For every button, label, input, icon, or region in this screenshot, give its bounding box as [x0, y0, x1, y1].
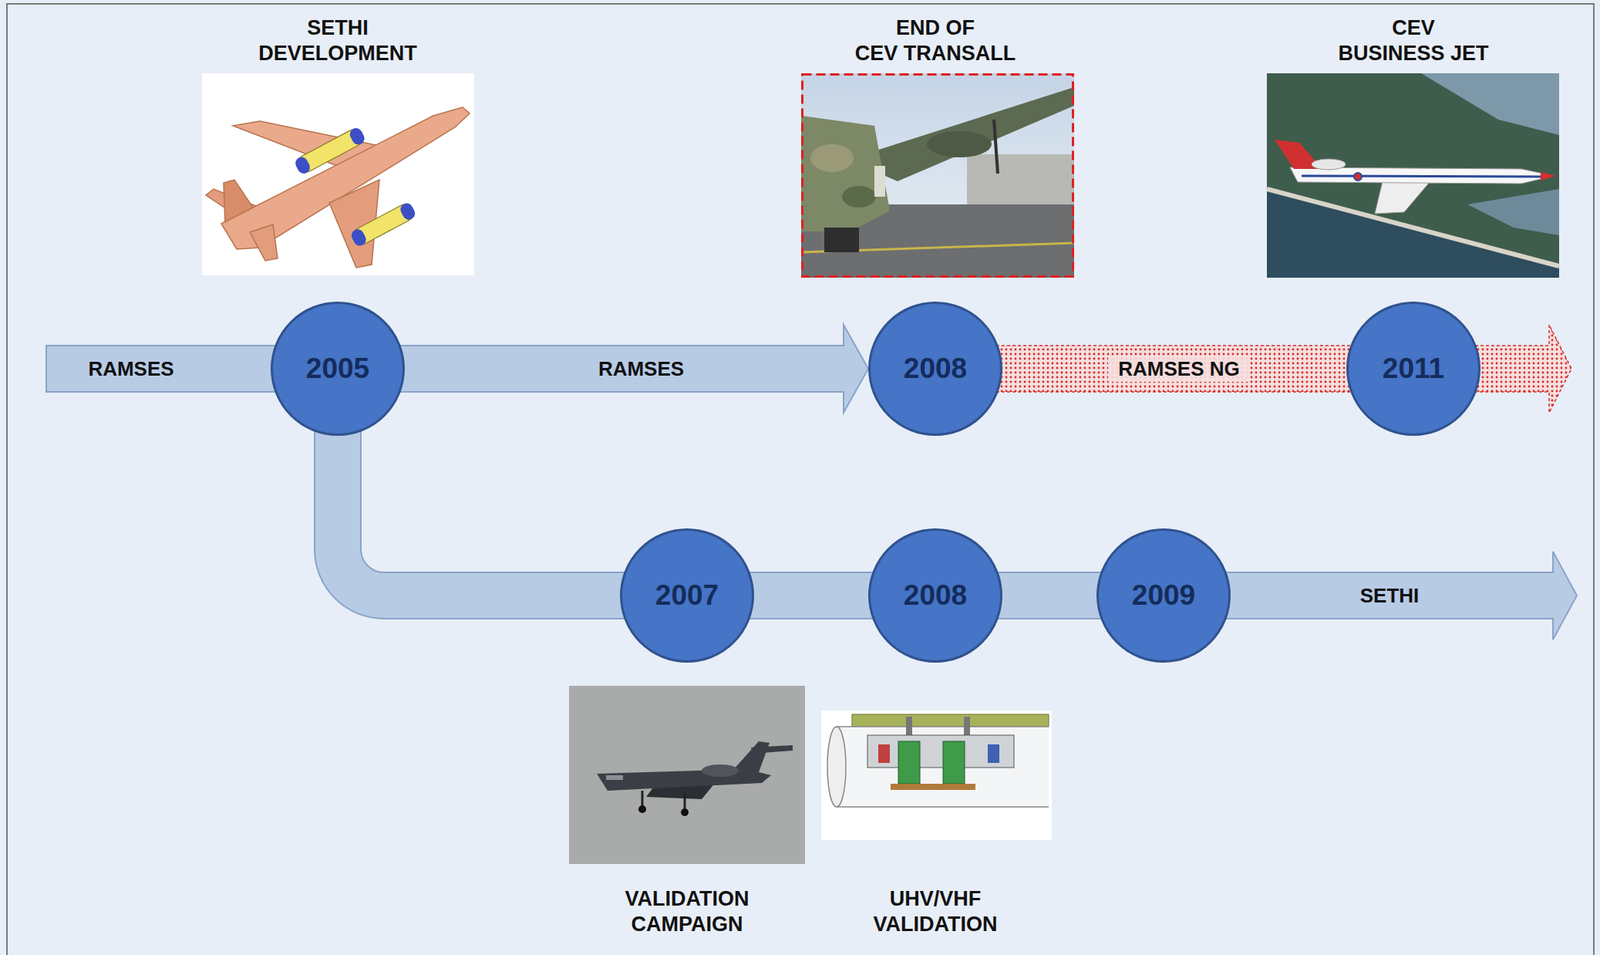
jet-engine	[1311, 158, 1346, 170]
pod-outline	[836, 805, 1049, 808]
jet-stabiliser	[751, 744, 793, 754]
pod-cap	[293, 154, 312, 176]
band-shape	[985, 345, 1364, 392]
cad-jet-render	[202, 73, 475, 276]
pod-mount	[963, 716, 971, 737]
band-label: RAMSES	[588, 356, 695, 382]
validation-photo	[569, 685, 806, 864]
year-circle: 2007	[619, 528, 755, 663]
pod-antenna	[943, 741, 965, 784]
pod-plate	[890, 783, 976, 790]
year-circle: 2008	[868, 301, 1003, 436]
pod-unit	[878, 744, 890, 763]
year-circle: 2005	[270, 301, 405, 436]
jet-gear	[641, 790, 644, 808]
jet-stripe	[1301, 175, 1545, 177]
pod-antenna	[898, 741, 920, 784]
timeline-band	[737, 572, 886, 619]
jet-gear	[683, 793, 687, 811]
year-circle: 2011	[1346, 301, 1481, 436]
timeline-band	[985, 345, 1364, 392]
milestone-heading: END OF CEV TRANSALL	[850, 15, 1021, 67]
band-shape	[387, 324, 869, 413]
band-label: RAMSES	[53, 356, 209, 382]
plane-fuselage	[801, 115, 890, 232]
hangar	[966, 154, 1075, 209]
pod-end	[827, 726, 846, 807]
jet-nose	[1540, 171, 1557, 181]
timeline-band	[985, 572, 1114, 619]
year-text: 2008	[903, 352, 967, 385]
photo-ground	[569, 685, 806, 864]
band-shape	[737, 572, 886, 619]
sensor-pod	[293, 125, 367, 176]
year-circle: 2008	[868, 528, 1003, 663]
pod-cap	[349, 226, 368, 248]
jet-fuselage	[596, 768, 772, 791]
photo-ground	[821, 710, 1052, 840]
photo-caption: UHV/VHF VALIDATION	[842, 885, 1028, 937]
plane-engine	[926, 131, 992, 158]
jet-wheel	[680, 808, 689, 816]
timeline-band	[337, 418, 637, 596]
pod-unit	[987, 744, 1000, 763]
camo-patch	[810, 144, 854, 172]
jet-window	[606, 774, 624, 780]
band-shape	[985, 572, 1114, 619]
year-circle: 2009	[1096, 528, 1231, 663]
sea	[1266, 188, 1560, 278]
pod-drawing	[821, 710, 1052, 840]
timeline-band	[387, 324, 869, 413]
transall-photo	[801, 73, 1075, 278]
pod-housing	[867, 734, 1014, 768]
page-frame	[6, 3, 1594, 955]
band-fill	[337, 418, 637, 596]
jet-stabiliser	[249, 224, 278, 261]
milestone-heading: CEV BUSINESS JET	[1330, 15, 1497, 67]
year-text: 2008	[903, 579, 967, 612]
plane-door	[874, 165, 886, 197]
pod-mount	[906, 716, 913, 737]
year-text: 2007	[655, 579, 719, 612]
photo-ground	[202, 73, 475, 276]
photo-sky	[801, 73, 1075, 278]
jet-roundel	[1354, 172, 1362, 181]
year-text: 2005	[306, 352, 370, 385]
jet-wheel	[638, 805, 647, 813]
pod-rail	[852, 714, 1049, 727]
band-outline	[337, 418, 637, 596]
lagoon	[1467, 188, 1560, 236]
photo-caption: VALIDATION CAMPAIGN	[594, 885, 780, 937]
pod-cap	[398, 201, 418, 223]
business-jet-photo	[1266, 73, 1560, 278]
camo-patch	[842, 185, 876, 208]
jet-wing	[1374, 181, 1431, 214]
jet-fin	[732, 741, 770, 772]
pod-outline	[836, 725, 1049, 728]
photo-ground	[1266, 73, 1560, 278]
year-text: 2011	[1382, 352, 1445, 385]
milestone-heading: SETHI DEVELOPMENT	[241, 15, 435, 67]
band-label: RAMSES NG	[1108, 356, 1250, 382]
dashed-frame	[802, 74, 1074, 277]
lagoon	[1421, 73, 1560, 135]
pod-shell	[836, 726, 1049, 807]
year-text: 2009	[1131, 579, 1196, 612]
plane-gear	[824, 227, 859, 253]
sensor-pod	[349, 201, 418, 249]
band-label: SETHI	[1327, 582, 1452, 609]
pod-cap	[347, 125, 367, 147]
jet-engine	[701, 764, 739, 777]
plane-propeller	[993, 119, 998, 174]
